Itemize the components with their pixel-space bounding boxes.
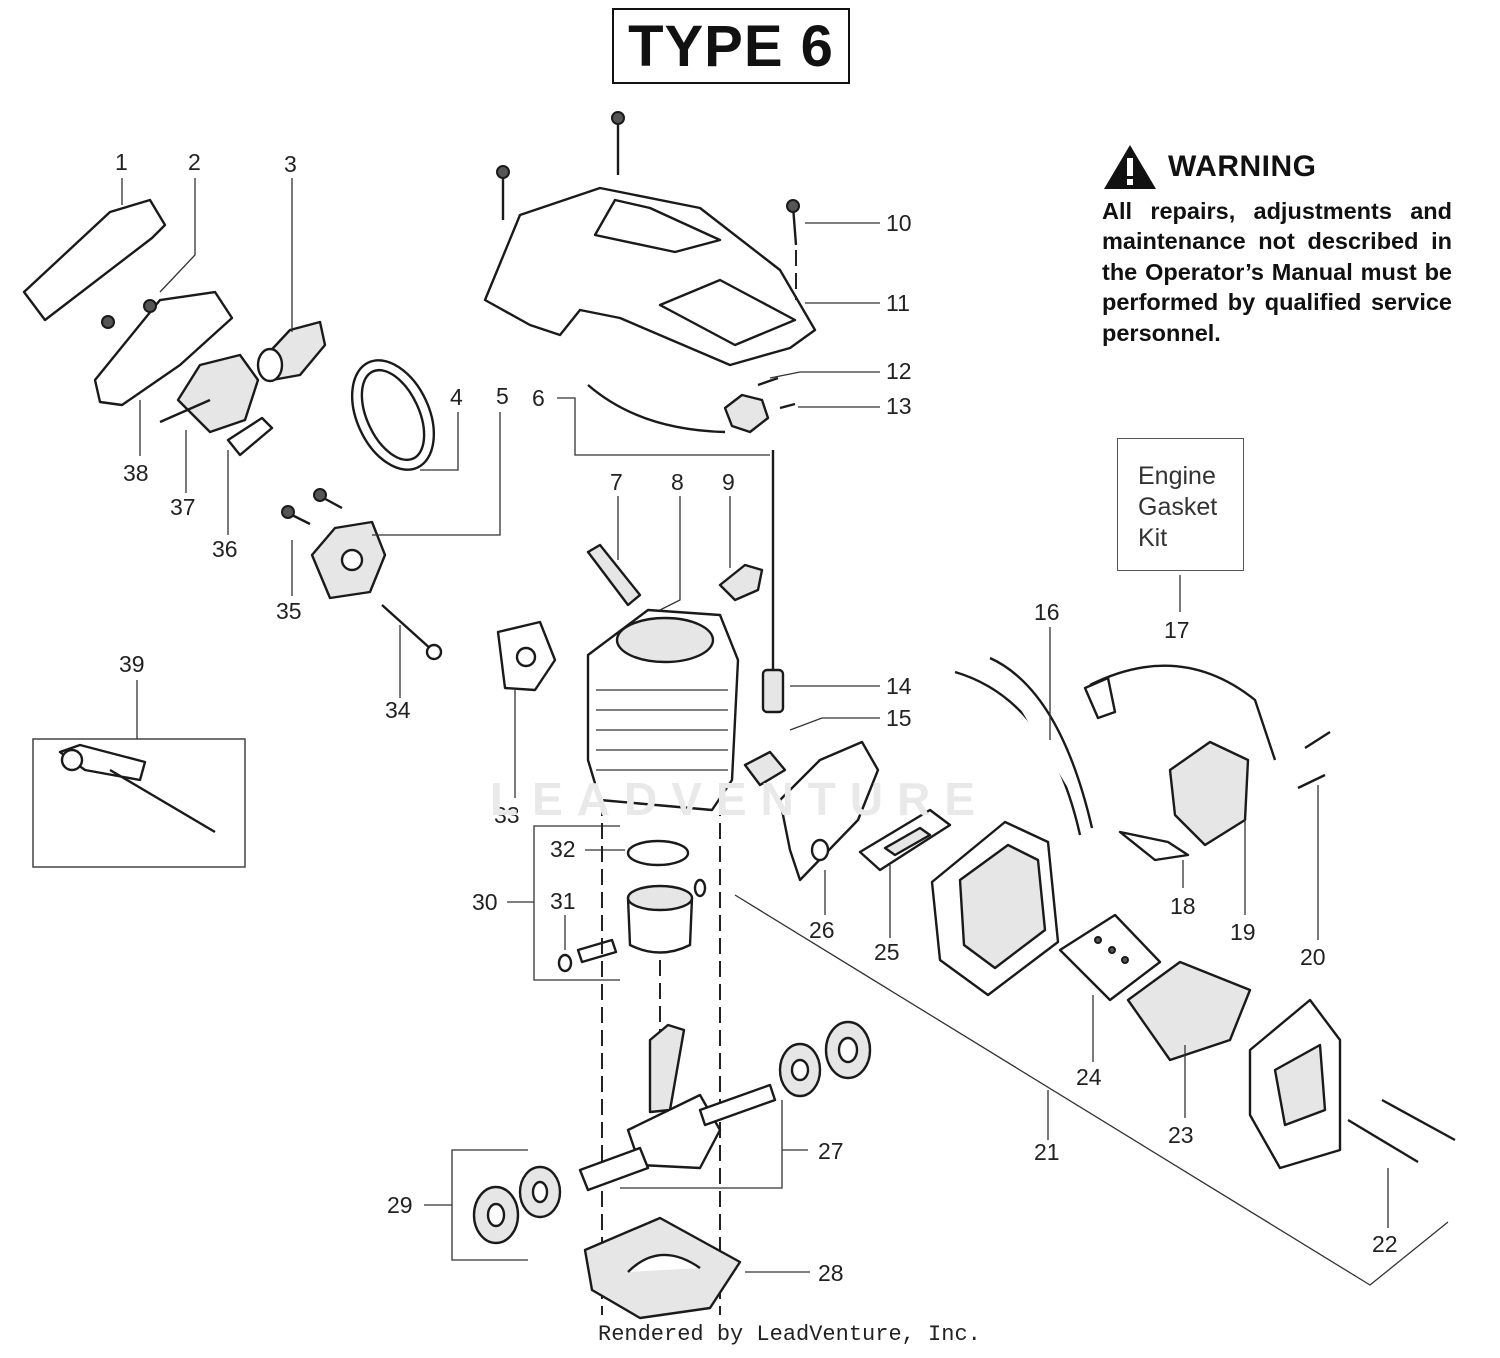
part-14-fuel-pickup	[761, 450, 880, 714]
part-33-gasket	[496, 620, 557, 798]
part-29-bearings	[424, 1149, 562, 1261]
part-19-ignition-module	[1083, 664, 1277, 915]
callout-26: 26	[809, 917, 835, 943]
callout-21: 21	[1034, 1139, 1060, 1165]
part-37-carburetor	[139, 353, 274, 535]
callout-1: 1	[115, 149, 128, 175]
callout-37: 37	[170, 494, 196, 520]
engine-gasket-kit-label: Engine Gasket Kit	[1117, 438, 1244, 571]
callout-2: 2	[188, 149, 201, 175]
callout-16: 16	[1034, 599, 1060, 625]
callout-38: 38	[123, 460, 149, 486]
callout-20: 20	[1300, 944, 1326, 970]
part-5-intake-adapter	[310, 412, 501, 600]
callout-34: 34	[385, 697, 411, 723]
warning-heading: WARNING	[1168, 150, 1317, 183]
warning-notice: WARNING All repairs, adjustments and mai…	[1102, 142, 1452, 348]
part-7-spark-plug	[586, 496, 642, 607]
callout-14: 14	[886, 673, 912, 699]
part-34-bolt	[381, 604, 443, 698]
part-11-top-cover	[483, 186, 880, 367]
page-title: TYPE 6	[612, 8, 850, 84]
part-27-crankshaft	[578, 1023, 808, 1192]
part-28-crankcase-half	[583, 1216, 810, 1320]
callout-36: 36	[212, 536, 238, 562]
watermark: LEADVENTURE	[490, 773, 990, 825]
part-22-muffler-cover	[1248, 998, 1456, 1228]
callout-18: 18	[1170, 893, 1196, 919]
callout-3: 3	[284, 151, 297, 177]
part-25-muffler-gasket	[858, 808, 952, 938]
part-23-screen	[1126, 960, 1252, 1118]
part-16-wire-harness	[954, 627, 1094, 836]
part-10-screws	[496, 111, 880, 300]
callout-30: 30	[472, 889, 498, 915]
part-3-intake-boot	[256, 178, 327, 383]
callout-19: 19	[1230, 919, 1256, 945]
callout-11: 11	[886, 290, 910, 316]
callout-24: 24	[1076, 1064, 1102, 1090]
part-9-deflector	[718, 496, 764, 602]
callout-22: 22	[1372, 1231, 1398, 1257]
callout-labels: 1 2 3 4 5 6 7 8 9 10 11 12 13 14 15 16 1…	[115, 149, 1398, 1286]
callout-4: 4	[450, 384, 463, 410]
warning-triangle-icon	[1104, 145, 1156, 189]
callout-25: 25	[874, 939, 900, 965]
part-18-ground-bracket	[1118, 830, 1190, 888]
callout-27: 27	[818, 1138, 844, 1164]
warning-text: All repairs, adjustments and maintenance…	[1102, 198, 1452, 346]
part-2-air-box	[93, 178, 234, 407]
part-15-impulse-hose	[743, 717, 880, 787]
callout-17: 17	[1164, 617, 1190, 643]
callout-7: 7	[610, 469, 623, 495]
kit-line-1: Engine	[1138, 462, 1216, 490]
footer-credit: Rendered by LeadVenture, Inc.	[598, 1322, 981, 1347]
callout-33: 33	[494, 802, 520, 828]
callout-6: 6	[532, 385, 545, 411]
part-26-heat-shield	[778, 740, 880, 915]
part-8-cylinder	[586, 496, 740, 812]
callout-15: 15	[886, 705, 912, 731]
callout-32: 32	[550, 836, 576, 862]
part-4-ring	[350, 359, 459, 471]
callout-9: 9	[722, 469, 735, 495]
callout-39: 39	[119, 651, 145, 677]
part-30-piston-group	[507, 825, 707, 981]
callout-29: 29	[387, 1192, 413, 1218]
warning-header: WARNING	[1102, 142, 1452, 192]
callout-23: 23	[1168, 1122, 1194, 1148]
callout-13: 13	[886, 393, 912, 419]
part-35-screws	[281, 488, 343, 596]
callout-10: 10	[886, 210, 912, 236]
callout-8: 8	[671, 469, 684, 495]
part-1-filter-cover	[22, 178, 167, 322]
callout-28: 28	[818, 1260, 844, 1286]
part-24-baffle	[1058, 913, 1162, 1062]
kit-line-2: Gasket	[1138, 493, 1218, 521]
part-12-fitting	[723, 371, 880, 434]
part-21-muffler-body	[734, 820, 1449, 1286]
callout-12: 12	[886, 358, 912, 384]
part-bearing-right	[778, 1020, 872, 1098]
callout-35: 35	[276, 598, 302, 624]
callout-31: 31	[550, 888, 576, 914]
callout-5: 5	[496, 383, 509, 409]
kit-line-3: Kit	[1138, 524, 1168, 552]
part-20-screws	[1297, 730, 1331, 940]
part-6-fuel-line	[557, 384, 770, 456]
part-39-scrench-tool	[32, 680, 246, 868]
